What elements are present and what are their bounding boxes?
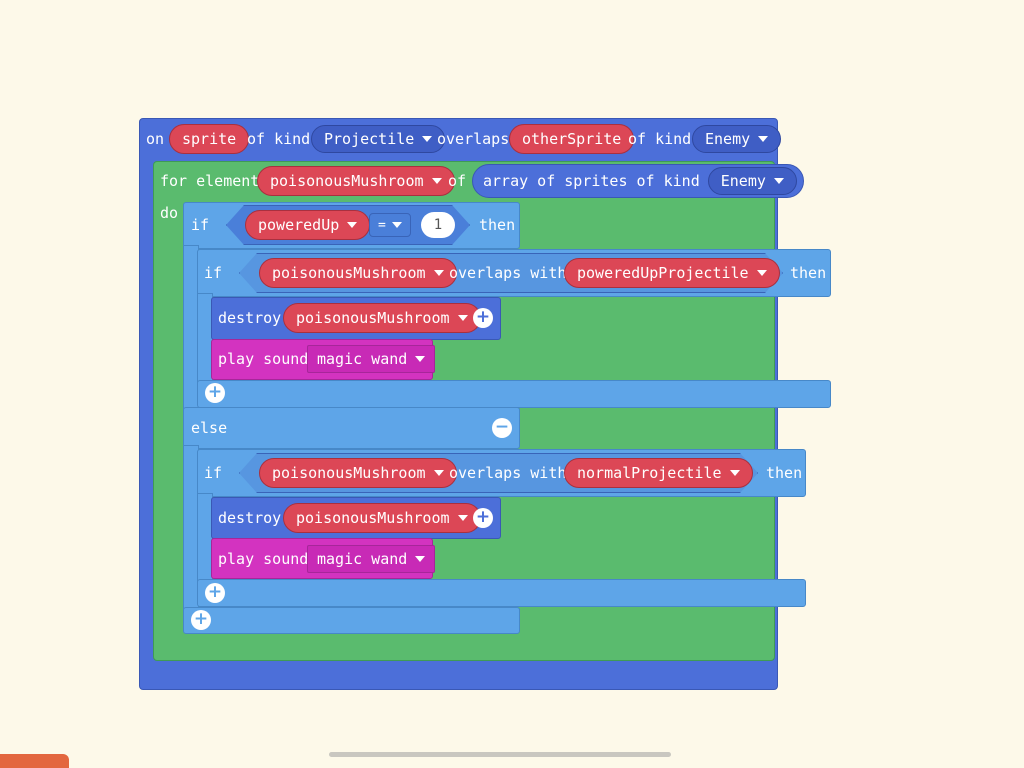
plus-circle-icon[interactable]: + bbox=[191, 610, 211, 630]
destroy-2-variable-dropdown[interactable]: poisonousMushroom bbox=[283, 503, 481, 533]
caret-down-icon bbox=[433, 270, 444, 276]
kind-projectile-dropdown[interactable]: Projectile bbox=[311, 125, 446, 153]
inner-2-then-label: then bbox=[766, 464, 803, 482]
comparison-operator-dropdown[interactable]: = bbox=[369, 213, 411, 237]
destroy-1-variable-dropdown[interactable]: poisonousMushroom bbox=[283, 303, 481, 333]
powered-up-projectile-dropdown[interactable]: poweredUpProjectile bbox=[564, 258, 780, 288]
powered-up-variable-dropdown[interactable]: poweredUp bbox=[245, 210, 371, 240]
caret-down-icon bbox=[415, 556, 426, 562]
array-kind-enemy-dropdown[interactable]: Enemy bbox=[707, 167, 797, 195]
powered-up-variable-label: poweredUp bbox=[258, 216, 340, 234]
inner-2-sprite-variable-label: poisonousMushroom bbox=[272, 464, 426, 482]
plus-circle-icon[interactable]: + bbox=[473, 508, 493, 528]
inner-1-sprite-variable-dropdown[interactable]: poisonousMushroom bbox=[259, 258, 457, 288]
play-sound-1-label: play sound bbox=[218, 350, 309, 368]
event-of-kind-label-2: of kind bbox=[628, 130, 692, 148]
caret-down-icon bbox=[433, 470, 444, 476]
array-of-sprites-reporter[interactable]: array of sprites of kind Enemy bbox=[472, 164, 804, 198]
sprite-variable-reporter[interactable]: sprite bbox=[169, 124, 250, 154]
caret-down-icon bbox=[758, 136, 769, 142]
sound-2-label: magic wand bbox=[317, 550, 408, 568]
normal-projectile-dropdown[interactable]: normalProjectile bbox=[564, 458, 753, 488]
outer-if-label: if bbox=[191, 216, 210, 234]
sound-1-label: magic wand bbox=[317, 350, 408, 368]
home-indicator-bar bbox=[329, 752, 671, 757]
event-on-label: on bbox=[146, 130, 165, 148]
if-else-block-footer bbox=[183, 607, 520, 634]
minus-circle-icon[interactable]: − bbox=[492, 418, 512, 438]
caret-down-icon bbox=[431, 178, 442, 184]
other-sprite-variable-reporter[interactable]: otherSprite bbox=[509, 124, 635, 154]
loop-element-variable-label: poisonousMushroom bbox=[270, 172, 424, 190]
caret-down-icon bbox=[347, 222, 358, 228]
sound-1-dropdown[interactable]: magic wand bbox=[307, 345, 436, 373]
sprite-variable-label: sprite bbox=[182, 130, 237, 148]
play-sound-2-label: play sound bbox=[218, 550, 309, 568]
destroy-2-label: destroy bbox=[218, 509, 282, 527]
inner-if-block-2-footer bbox=[197, 579, 806, 607]
destroy-2-variable-label: poisonousMushroom bbox=[296, 509, 450, 527]
inner-if-2-label: if bbox=[204, 464, 223, 482]
caret-down-icon bbox=[415, 356, 426, 362]
caret-down-icon bbox=[756, 270, 767, 276]
powered-up-projectile-label: poweredUpProjectile bbox=[577, 264, 749, 282]
loop-do-label: do bbox=[160, 204, 179, 222]
array-of-sprites-label: array of sprites of kind bbox=[483, 172, 700, 190]
inner-1-sprite-variable-label: poisonousMushroom bbox=[272, 264, 426, 282]
for-element-label: for element bbox=[160, 172, 260, 190]
kind-enemy-dropdown[interactable]: Enemy bbox=[692, 125, 782, 153]
comparison-value-input[interactable]: 1 bbox=[421, 212, 455, 238]
bottom-left-tab-edge[interactable] bbox=[0, 754, 69, 768]
destroy-1-variable-label: poisonousMushroom bbox=[296, 309, 450, 327]
for-of-label: of bbox=[448, 172, 467, 190]
kind-enemy-label: Enemy bbox=[705, 130, 751, 148]
inner-1-overlaps-with-label: overlaps with bbox=[449, 264, 567, 282]
caret-down-icon bbox=[773, 178, 784, 184]
event-of-kind-label: of kind bbox=[247, 130, 311, 148]
plus-circle-icon[interactable]: + bbox=[205, 583, 225, 603]
caret-down-icon bbox=[729, 470, 740, 476]
plus-circle-icon[interactable]: + bbox=[205, 383, 225, 403]
other-sprite-variable-label: otherSprite bbox=[522, 130, 622, 148]
comparison-operator-label: = bbox=[378, 217, 386, 233]
inner-if-block-1-footer bbox=[197, 380, 831, 408]
else-label: else bbox=[191, 419, 228, 437]
inner-if-1-label: if bbox=[204, 264, 223, 282]
caret-down-icon bbox=[457, 515, 468, 521]
array-kind-enemy-label: Enemy bbox=[720, 172, 766, 190]
loop-element-variable-dropdown[interactable]: poisonousMushroom bbox=[257, 166, 455, 196]
caret-down-icon bbox=[422, 136, 433, 142]
if-else-block-else-row bbox=[183, 407, 520, 449]
normal-projectile-label: normalProjectile bbox=[577, 464, 722, 482]
caret-down-icon bbox=[457, 315, 468, 321]
destroy-1-label: destroy bbox=[218, 309, 282, 327]
kind-projectile-label: Projectile bbox=[324, 130, 415, 148]
plus-circle-icon[interactable]: + bbox=[473, 308, 493, 328]
outer-then-label: then bbox=[479, 216, 516, 234]
inner-2-sprite-variable-dropdown[interactable]: poisonousMushroom bbox=[259, 458, 457, 488]
inner-2-overlaps-with-label: overlaps with bbox=[449, 464, 567, 482]
event-overlaps-label: overlaps bbox=[437, 130, 510, 148]
sound-2-dropdown[interactable]: magic wand bbox=[307, 545, 436, 573]
inner-1-then-label: then bbox=[790, 264, 827, 282]
caret-down-icon bbox=[391, 222, 402, 228]
